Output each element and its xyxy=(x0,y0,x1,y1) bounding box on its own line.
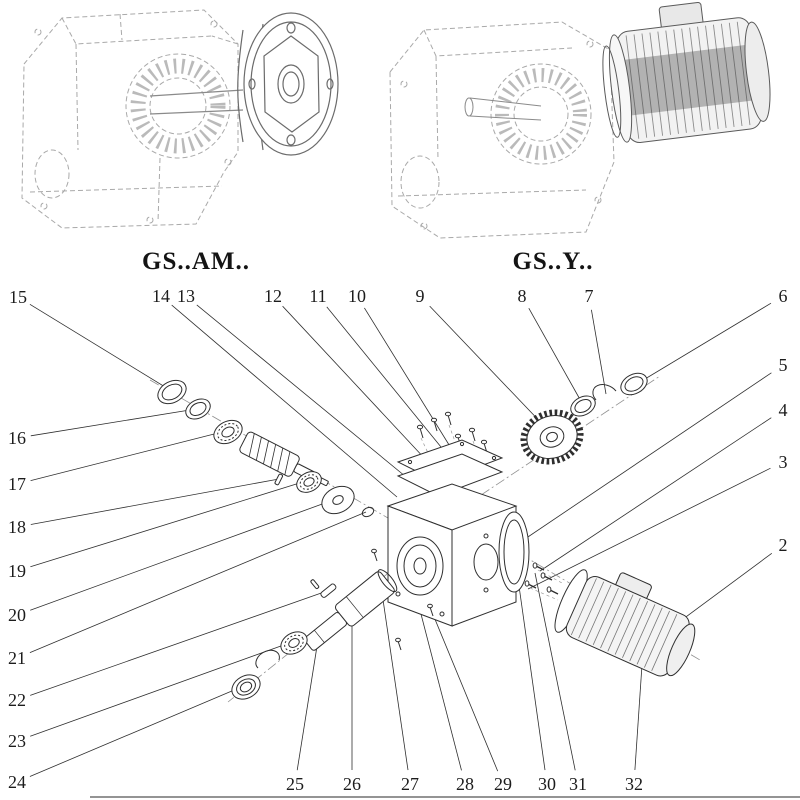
part-spacer-ring xyxy=(570,395,596,417)
callout-label-5: 5 xyxy=(777,355,789,375)
leader-line-25 xyxy=(296,639,319,771)
callout-label-30: 30 xyxy=(537,774,557,794)
caption-gs-y: GS..Y.. xyxy=(512,248,594,275)
callout-label-31: 31 xyxy=(568,774,588,794)
leader-line-5 xyxy=(515,372,772,546)
part-shim-ring xyxy=(157,379,187,405)
cover-screws xyxy=(416,411,488,454)
callout-label-13: 13 xyxy=(176,286,196,306)
callout-label-4: 4 xyxy=(777,400,789,420)
callout-label-27: 27 xyxy=(400,774,420,794)
callout-label-12: 12 xyxy=(263,286,283,306)
leader-line-19 xyxy=(30,480,307,568)
callout-label-3: 3 xyxy=(777,452,789,472)
part-pin xyxy=(274,473,284,486)
callout-label-9: 9 xyxy=(414,286,426,306)
leader-line-18 xyxy=(30,478,280,525)
leader-line-7 xyxy=(591,309,607,395)
part-bearing-input xyxy=(213,419,243,445)
exploded-parts xyxy=(157,372,696,700)
callout-label-22: 22 xyxy=(7,690,27,710)
leader-line-6 xyxy=(639,302,772,383)
callout-label-18: 18 xyxy=(7,517,27,537)
callout-label-20: 20 xyxy=(7,605,27,625)
callout-label-26: 26 xyxy=(342,774,362,794)
callout-label-17: 17 xyxy=(7,474,27,494)
leader-line-22 xyxy=(30,590,328,696)
leader-line-8 xyxy=(528,308,583,404)
leader-line-12 xyxy=(282,305,428,462)
callout-leader-lines xyxy=(29,302,773,777)
part-key xyxy=(320,583,337,598)
leader-line-13 xyxy=(196,304,412,482)
callout-label-25: 25 xyxy=(285,774,305,794)
part-bearing-output xyxy=(280,631,308,655)
leader-line-9 xyxy=(429,305,549,431)
part-washer xyxy=(321,485,355,515)
callout-label-16: 16 xyxy=(7,428,27,448)
part-pin-small xyxy=(310,579,320,590)
flange-drawing xyxy=(149,12,339,156)
leader-line-23 xyxy=(30,641,293,737)
callout-label-2: 2 xyxy=(777,535,789,555)
callout-label-32: 32 xyxy=(624,774,644,794)
part-cover-plate xyxy=(396,439,504,497)
callout-label-21: 21 xyxy=(7,648,27,668)
part-housing xyxy=(386,483,518,627)
callout-label-11: 11 xyxy=(308,286,328,306)
leader-line-16 xyxy=(30,408,197,437)
leader-line-24 xyxy=(29,684,247,777)
callout-label-29: 29 xyxy=(493,774,513,794)
drawing-gs-am xyxy=(21,9,239,229)
callout-label-28: 28 xyxy=(455,774,475,794)
callout-label-23: 23 xyxy=(7,731,27,751)
part-oil-seal xyxy=(231,674,261,700)
leader-line-17 xyxy=(30,430,227,481)
leader-line-3 xyxy=(527,467,771,590)
part-end-ring xyxy=(620,372,648,396)
callout-label-15: 15 xyxy=(8,287,28,307)
callout-label-8: 8 xyxy=(516,286,528,306)
part-gear xyxy=(520,409,584,465)
toothed-bore xyxy=(495,68,587,160)
leader-line-30 xyxy=(518,585,546,771)
leader-line-31 xyxy=(534,572,576,771)
part-seal-ring-input xyxy=(185,398,211,420)
caption-gs-am: GS..AM.. xyxy=(142,248,250,275)
part-snap-ring xyxy=(592,384,617,401)
leader-line-14 xyxy=(171,304,398,498)
drawing-gs-y xyxy=(389,21,615,239)
leader-line-10 xyxy=(364,307,460,462)
callout-label-10: 10 xyxy=(347,286,367,306)
part-output-shaft xyxy=(304,569,398,651)
leader-line-20 xyxy=(30,498,337,611)
part-snap-ring-output xyxy=(255,649,280,669)
leader-line-21 xyxy=(29,511,367,653)
callout-label-14: 14 xyxy=(151,286,171,306)
toothed-bore xyxy=(130,58,226,154)
motor-drawing xyxy=(602,1,771,143)
leader-line-29 xyxy=(431,611,499,772)
small-screws xyxy=(371,548,434,651)
leader-line-27 xyxy=(380,585,409,771)
callout-label-24: 24 xyxy=(7,772,27,792)
leader-line-11 xyxy=(326,306,442,448)
part-bearing-worm xyxy=(296,471,322,493)
callout-label-6: 6 xyxy=(777,286,789,306)
part-small-ring xyxy=(361,506,375,518)
part-flange-ring xyxy=(498,511,530,593)
callout-label-19: 19 xyxy=(7,561,27,581)
leader-line-4 xyxy=(539,417,772,572)
mounting-screws xyxy=(524,562,559,595)
leader-line-15 xyxy=(29,303,171,391)
part-motor xyxy=(554,569,696,677)
callout-label-7: 7 xyxy=(583,286,595,306)
leader-line-32 xyxy=(634,649,644,771)
